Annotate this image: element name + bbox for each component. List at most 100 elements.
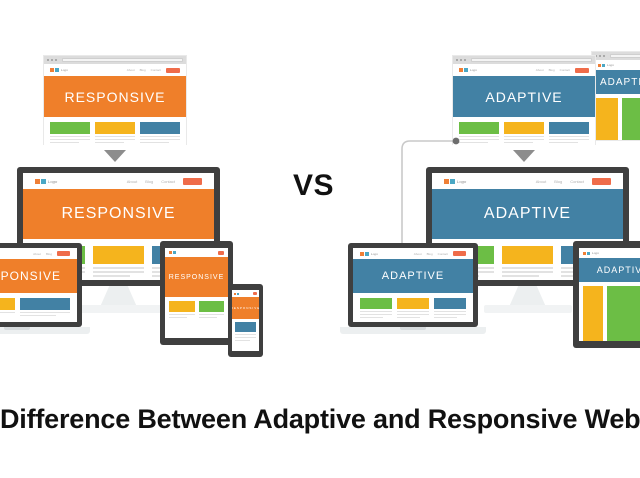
hero-label: ADAPTIVE [483, 205, 572, 222]
logo-text: Logo [457, 178, 467, 184]
card-text-line [19, 314, 56, 316]
site-navbar: Logo About Blog Contact [353, 248, 473, 259]
card-swatch [501, 246, 554, 264]
page-title: Difference Between Adaptive and Responsi… [0, 404, 640, 434]
card-text-line [235, 333, 256, 335]
nav-cta-button[interactable] [57, 251, 70, 256]
laptop-trackpad-notch [4, 327, 30, 330]
adaptive-secondary-browser-window: Logo ADAPTIVE [592, 52, 640, 140]
content-card [459, 122, 499, 143]
card-swatch [549, 122, 589, 134]
content-card [397, 298, 429, 318]
nav-menu-button[interactable] [253, 292, 257, 295]
hero-banner: ADAPTIVE [353, 259, 473, 293]
nav-cta-button[interactable] [453, 251, 466, 256]
site-navbar: Logo About Blog Contact [432, 173, 623, 189]
nav-link-contact[interactable]: Contact [437, 251, 448, 256]
nav-link-about[interactable]: About [33, 251, 41, 256]
content-card [434, 298, 466, 318]
card-text-line [198, 313, 224, 315]
card-text-line [397, 316, 421, 318]
logo-square-blue-icon [365, 251, 369, 256]
card-text-line [549, 138, 589, 140]
nav-link-about[interactable]: About [126, 68, 135, 72]
card-text-line [92, 267, 145, 269]
nav-link-about[interactable]: About [535, 68, 544, 72]
card-text-line [504, 138, 544, 140]
nav-link-about[interactable]: About [126, 178, 138, 184]
nav-cta-button[interactable] [183, 177, 202, 185]
navbar-links: About Blog Contact [126, 177, 202, 185]
adaptive-laptop: Logo About Blog Contact ADAPTIVE [340, 243, 486, 334]
layout-sidebar-column [596, 98, 618, 140]
browser-url-bar[interactable] [62, 58, 183, 62]
navbar-links: About Blog Contact [126, 67, 180, 73]
nav-cta-button[interactable] [166, 67, 180, 73]
logo-text: Logo [61, 68, 69, 72]
nav-cta-button[interactable] [575, 67, 589, 73]
nav-link-contact[interactable]: Contact [150, 68, 161, 72]
monitor-stand-base [484, 305, 572, 313]
nav-cta-button[interactable] [592, 177, 611, 185]
card-text-line [140, 135, 180, 137]
logo-square-orange-icon [169, 251, 172, 254]
content-cards-row [353, 293, 473, 322]
card-text-line [434, 316, 458, 318]
nav-link-about[interactable]: About [413, 251, 422, 256]
adaptive-browser-window: Logo About Blog Contact ADAPTIVE [453, 56, 595, 148]
nav-link-blog[interactable]: Blog [45, 251, 52, 256]
monitor-stand-neck [100, 286, 137, 307]
hero-label: ADAPTIVE [600, 76, 640, 88]
nav-link-contact[interactable]: Contact [559, 68, 570, 72]
card-text-line [501, 275, 539, 277]
logo-square-blue-icon [587, 251, 590, 255]
nav-link-about[interactable]: About [535, 178, 547, 184]
nav-link-blog[interactable]: Blog [554, 178, 563, 184]
content-cards-row [453, 117, 595, 148]
adaptive-two-column-layout [592, 94, 640, 140]
site-navbar: Logo About Blog Contact [23, 173, 214, 189]
logo-square-blue-icon [55, 68, 59, 72]
card-text-line [501, 267, 554, 269]
connector-node-dot [452, 137, 460, 145]
logo-text: Logo [371, 251, 379, 256]
logo-square-orange-icon [598, 63, 601, 67]
nav-link-contact[interactable]: Contact [161, 178, 175, 184]
content-card [504, 122, 544, 143]
responsive-laptop: About Blog RESPONSIVE [0, 243, 90, 334]
browser-url-bar[interactable] [610, 54, 640, 58]
card-swatch [140, 122, 180, 134]
site-logo [169, 251, 176, 254]
navbar-links: About Blog Contact [535, 177, 611, 185]
nav-link-blog[interactable]: Blog [426, 251, 433, 256]
card-text-line [140, 138, 180, 140]
card-swatch [434, 298, 466, 309]
logo-square-blue-icon [602, 63, 605, 67]
layout-sidebar-column [583, 286, 603, 341]
card-swatch [360, 298, 392, 309]
navbar-links: About Blog Contact [535, 67, 589, 73]
browser-chrome-bar [453, 56, 595, 64]
nav-link-blog[interactable]: Blog [145, 178, 154, 184]
hero-banner: ADAPTIVE [592, 70, 640, 94]
card-text-line [95, 141, 124, 143]
card-text-line [504, 135, 544, 137]
adaptive-tablet: Logo ADAPTIVE [573, 241, 640, 348]
hero-label: ADAPTIVE [381, 270, 445, 282]
nav-link-blog[interactable]: Blog [139, 68, 146, 72]
hero-banner: RESPONSIVE [44, 76, 186, 117]
browser-url-bar[interactable] [471, 58, 592, 62]
tablet-screen: Logo ADAPTIVE [579, 248, 640, 341]
nav-link-blog[interactable]: Blog [548, 68, 555, 72]
card-text-line [501, 271, 554, 273]
hero-label: RESPONSIVE [0, 269, 62, 283]
card-text-line [434, 313, 466, 315]
content-card [501, 246, 554, 277]
nav-menu-button[interactable] [218, 250, 224, 255]
card-swatch [198, 301, 224, 312]
nav-link-contact[interactable]: Contact [570, 178, 584, 184]
browser-chrome-bar [592, 52, 640, 60]
logo-square-orange-icon [444, 178, 449, 184]
content-cards-row [44, 117, 186, 148]
